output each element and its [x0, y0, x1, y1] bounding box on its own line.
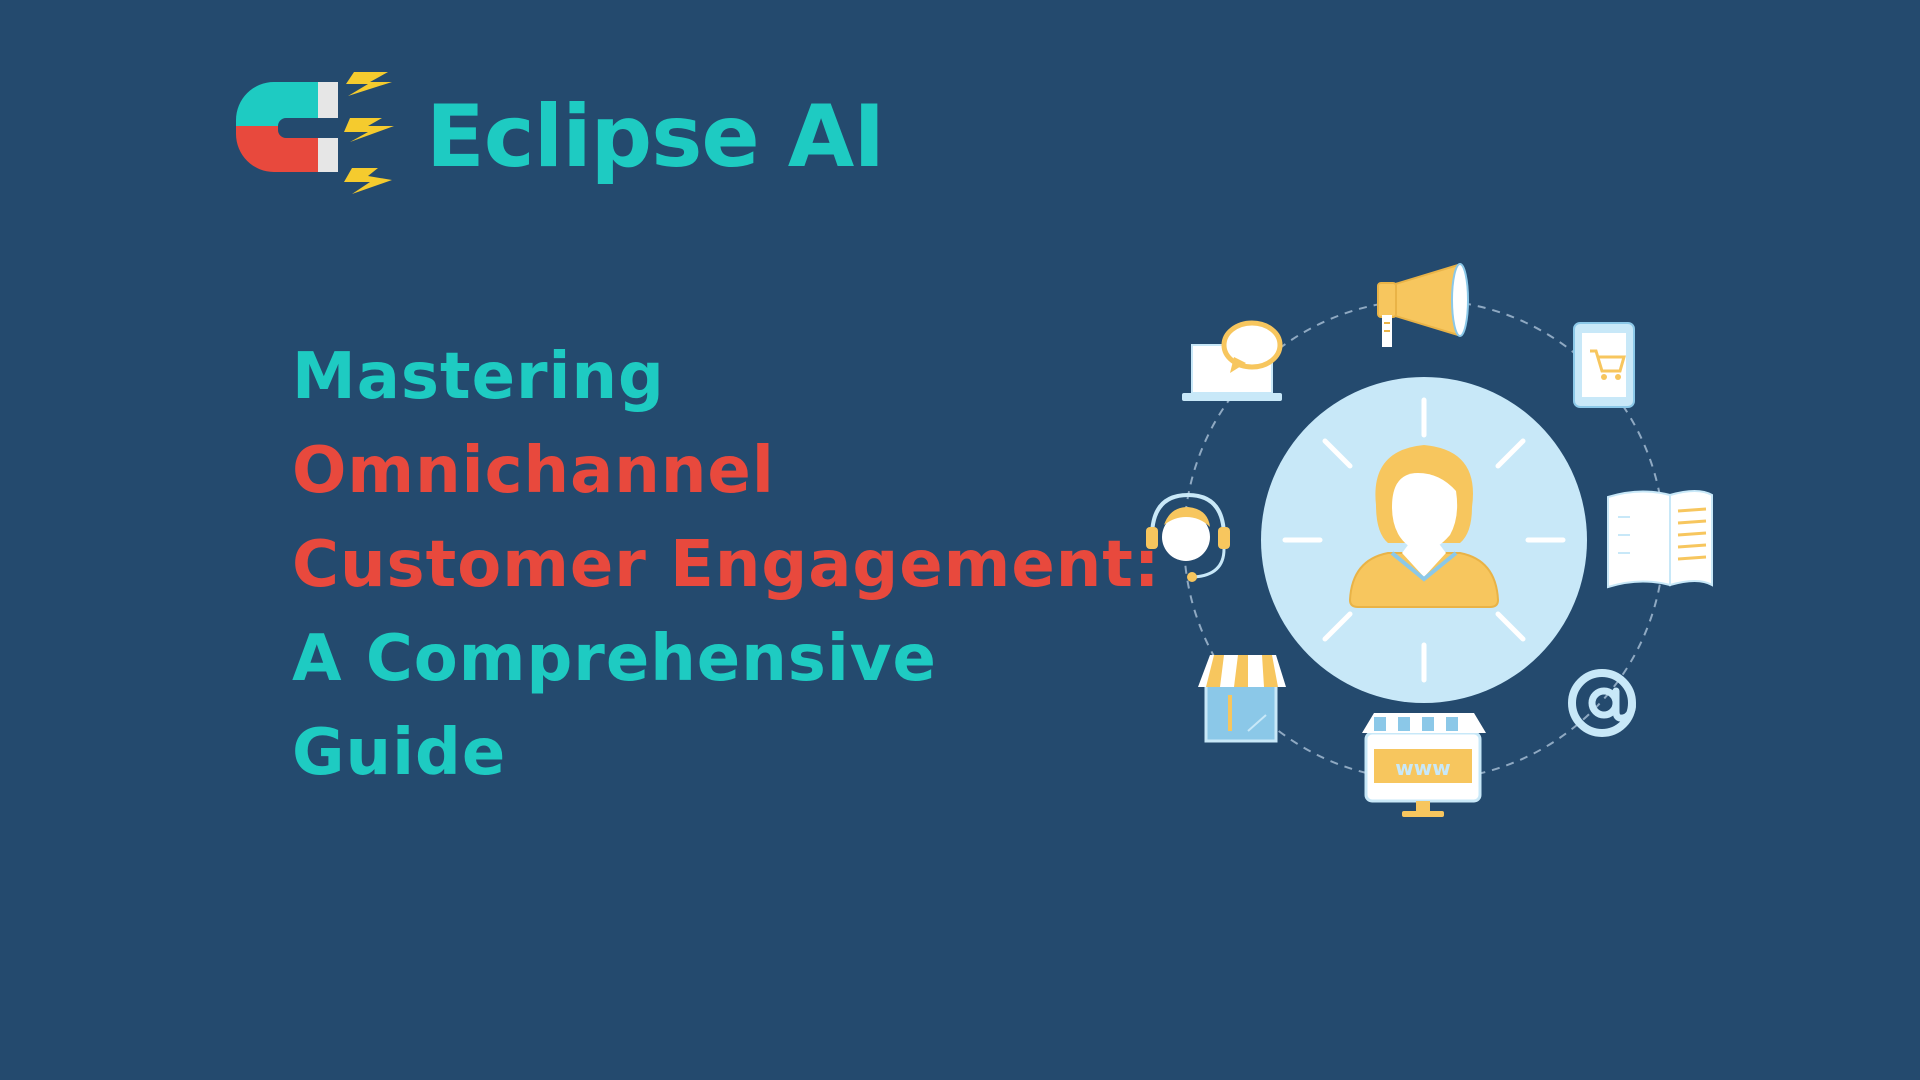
email-at-icon	[1568, 669, 1636, 737]
magnet-icon	[236, 72, 394, 194]
web-store-icon: www	[1362, 713, 1486, 817]
laptop-chat-icon	[1182, 320, 1283, 401]
title-line-1: Mastering	[292, 340, 665, 414]
mobile-cart-icon	[1573, 322, 1635, 408]
support-headset-icon	[1146, 492, 1230, 582]
title-line-3: Customer Engagement:	[292, 528, 1161, 602]
megaphone-icon	[1377, 263, 1469, 347]
title-line-2: Omnichannel	[292, 434, 775, 508]
open-book-icon	[1607, 490, 1713, 589]
storefront-icon	[1198, 655, 1286, 743]
page-title: Mastering Omnichannel Customer Engagemen…	[292, 330, 1160, 800]
web-store-label: www	[1395, 756, 1450, 780]
brand-name: Eclipse AI	[426, 87, 885, 187]
omnichannel-illustration: www	[1146, 263, 1713, 817]
title-line-5: Guide	[292, 716, 507, 790]
customer-icon	[1261, 377, 1587, 703]
title-line-4: A Comprehensive	[292, 622, 937, 696]
